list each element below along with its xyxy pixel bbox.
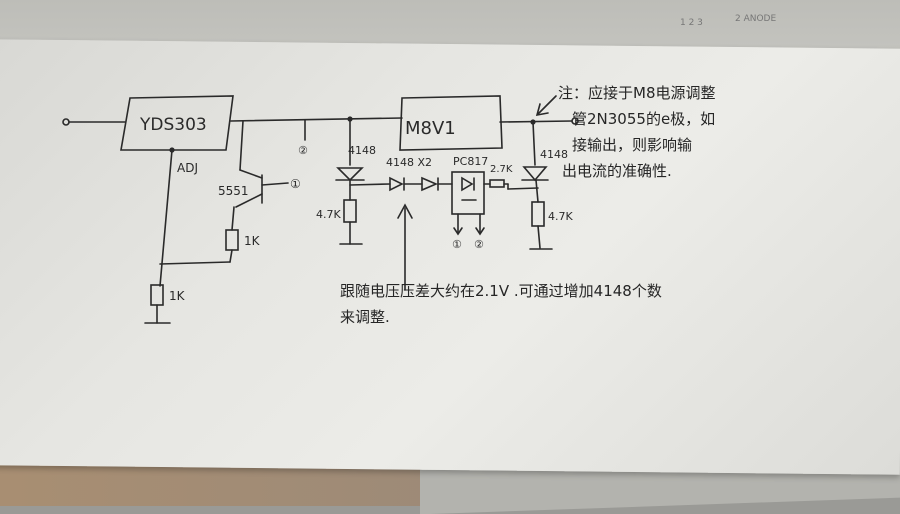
note-line: 注：应接于M8电源调整 [558,84,716,102]
note-line: 管2N3055的e极，如 [572,110,716,128]
opto-output-2-label: ② [474,238,484,251]
note-bottom: 跟随电压压差大约在2.1V .可通过增加4148个数 来调整. [340,278,662,330]
adj-label: ADJ [177,161,198,175]
note-line: 接输出，则影响输 [572,136,693,154]
note-line: 来调整. [340,308,390,326]
diode-right-label: 4148 [540,148,568,161]
opto-output-1-label: ① [452,238,462,251]
optocoupler-label: PC817 [453,155,488,168]
node-1-label: ① [290,177,301,191]
resistor-1k-lower-label: 1K [169,289,186,303]
resistor-4-7k-left-label: 4.7K [316,208,341,221]
diode-left-label: 4148 [348,144,376,157]
diode-series-label: 4148 X2 [386,156,432,169]
background-sheet-pins: 1 2 3 [680,18,703,28]
note-top-right: 注：应接于M8电源调整 管2N3055的e极，如 接输出，则影响输 出电流的准确… [558,80,716,184]
note-line: 出电流的准确性. [562,162,672,180]
resistor-2-7k-label: 2.7K [490,164,513,175]
regulator-label: YDS303 [139,115,207,135]
resistor-4-7k-right-label: 4.7K [548,210,573,223]
note-line: 跟随电压压差大约在2.1V .可通过增加4148个数 [340,282,662,300]
resistor-1k-upper-label: 1K [244,234,261,248]
node-2-label: ② [298,144,308,157]
background-sheet-label: 2 ANODE [735,14,777,24]
transistor-label: 5551 [218,184,249,198]
module-label: M8V1 [405,118,456,139]
